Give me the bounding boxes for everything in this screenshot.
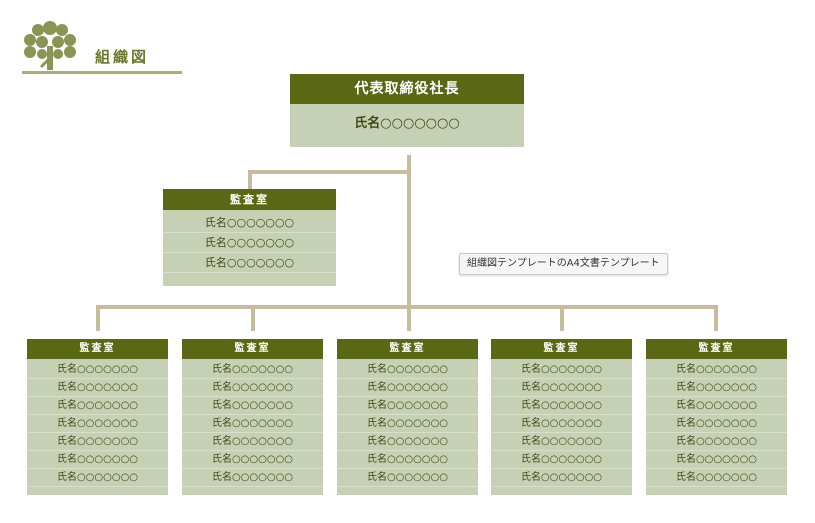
- member-name: 氏名○○○○○○○: [27, 451, 168, 469]
- department-box: 監査室 氏名○○○○○○○ 氏名○○○○○○○ 氏名○○○○○○○ 氏名○○○○…: [337, 339, 478, 495]
- member-name: 氏名○○○○○○○: [27, 379, 168, 397]
- member-name: 氏名○○○○○○○: [182, 451, 323, 469]
- member-name: 氏名○○○○○○○: [182, 379, 323, 397]
- member-name: 氏名○○○○○○○: [27, 397, 168, 415]
- member-name: 氏名○○○○○○○: [646, 379, 787, 397]
- member-name: 氏名○○○○○○○: [163, 253, 336, 273]
- member-name: 氏名○○○○○○○: [163, 233, 336, 253]
- department-title: 監査室: [337, 339, 478, 359]
- department-box: 監査室 氏名○○○○○○○ 氏名○○○○○○○ 氏名○○○○○○○ 氏名○○○○…: [27, 339, 168, 495]
- member-name: 氏名○○○○○○○: [27, 361, 168, 379]
- member-name: 氏名○○○○○○○: [27, 433, 168, 451]
- member-name: 氏名○○○○○○○: [646, 415, 787, 433]
- member-name: 氏名○○○○○○○: [337, 451, 478, 469]
- member-name: 氏名○○○○○○○: [646, 433, 787, 451]
- member-name: 氏名○○○○○○○: [337, 415, 478, 433]
- member-name: 氏名○○○○○○○: [182, 433, 323, 451]
- connector-dept-2-drop: [251, 305, 255, 331]
- member-name: 氏名○○○○○○○: [182, 361, 323, 379]
- member-name: 氏名○○○○○○○: [27, 469, 168, 487]
- member-name: 氏名○○○○○○○: [491, 469, 632, 487]
- audit-title: 監査室: [163, 189, 336, 210]
- member-name: 氏名○○○○○○○: [337, 469, 478, 487]
- connector-dept-1-drop: [96, 305, 100, 331]
- department-box: 監査室 氏名○○○○○○○ 氏名○○○○○○○ 氏名○○○○○○○ 氏名○○○○…: [182, 339, 323, 495]
- member-name: 氏名○○○○○○○: [491, 361, 632, 379]
- member-name: 氏名○○○○○○○: [337, 361, 478, 379]
- member-name: 氏名○○○○○○○: [491, 379, 632, 397]
- member-name: 氏名○○○○○○○: [646, 469, 787, 487]
- member-name: 氏名○○○○○○○: [27, 415, 168, 433]
- member-name: 氏名○○○○○○○: [182, 415, 323, 433]
- member-name: 氏名○○○○○○○: [491, 397, 632, 415]
- member-name: 氏名○○○○○○○: [182, 397, 323, 415]
- member-name: 氏名○○○○○○○: [337, 397, 478, 415]
- member-name: 氏名○○○○○○○: [646, 397, 787, 415]
- member-name: 氏名○○○○○○○: [163, 213, 336, 233]
- connector-dept-5-drop: [714, 305, 718, 331]
- department-title: 監査室: [182, 339, 323, 359]
- ceo-box: 代表取締役社長 氏名○○○○○○○: [290, 74, 524, 147]
- ceo-title: 代表取締役社長: [290, 74, 524, 104]
- department-box: 監査室 氏名○○○○○○○ 氏名○○○○○○○ 氏名○○○○○○○ 氏名○○○○…: [646, 339, 787, 495]
- connector-audit-drop: [248, 170, 252, 189]
- tree-icon: [24, 21, 76, 70]
- ceo-name: 氏名○○○○○○○: [354, 116, 460, 131]
- audit-box: 監査室 氏名○○○○○○○ 氏名○○○○○○○ 氏名○○○○○○○: [163, 189, 336, 286]
- member-name: 氏名○○○○○○○: [646, 451, 787, 469]
- member-name: 氏名○○○○○○○: [182, 469, 323, 487]
- department-title: 監査室: [27, 339, 168, 359]
- page-title: 組織図: [95, 48, 150, 66]
- department-title: 監査室: [646, 339, 787, 359]
- department-title: 監査室: [491, 339, 632, 359]
- template-tooltip: 組織図テンプレートのA4文書テンプレート: [459, 253, 668, 275]
- member-name: 氏名○○○○○○○: [491, 451, 632, 469]
- connector-dept-4-drop: [560, 305, 564, 331]
- member-name: 氏名○○○○○○○: [491, 415, 632, 433]
- connector-audit-horizontal: [248, 170, 410, 174]
- member-name: 氏名○○○○○○○: [491, 433, 632, 451]
- member-name: 氏名○○○○○○○: [337, 379, 478, 397]
- title-underline: [22, 71, 182, 74]
- connector-ceo-trunk: [407, 155, 411, 331]
- member-name: 氏名○○○○○○○: [646, 361, 787, 379]
- connector-dept-bus: [96, 305, 718, 309]
- department-box: 監査室 氏名○○○○○○○ 氏名○○○○○○○ 氏名○○○○○○○ 氏名○○○○…: [491, 339, 632, 495]
- member-name: 氏名○○○○○○○: [337, 433, 478, 451]
